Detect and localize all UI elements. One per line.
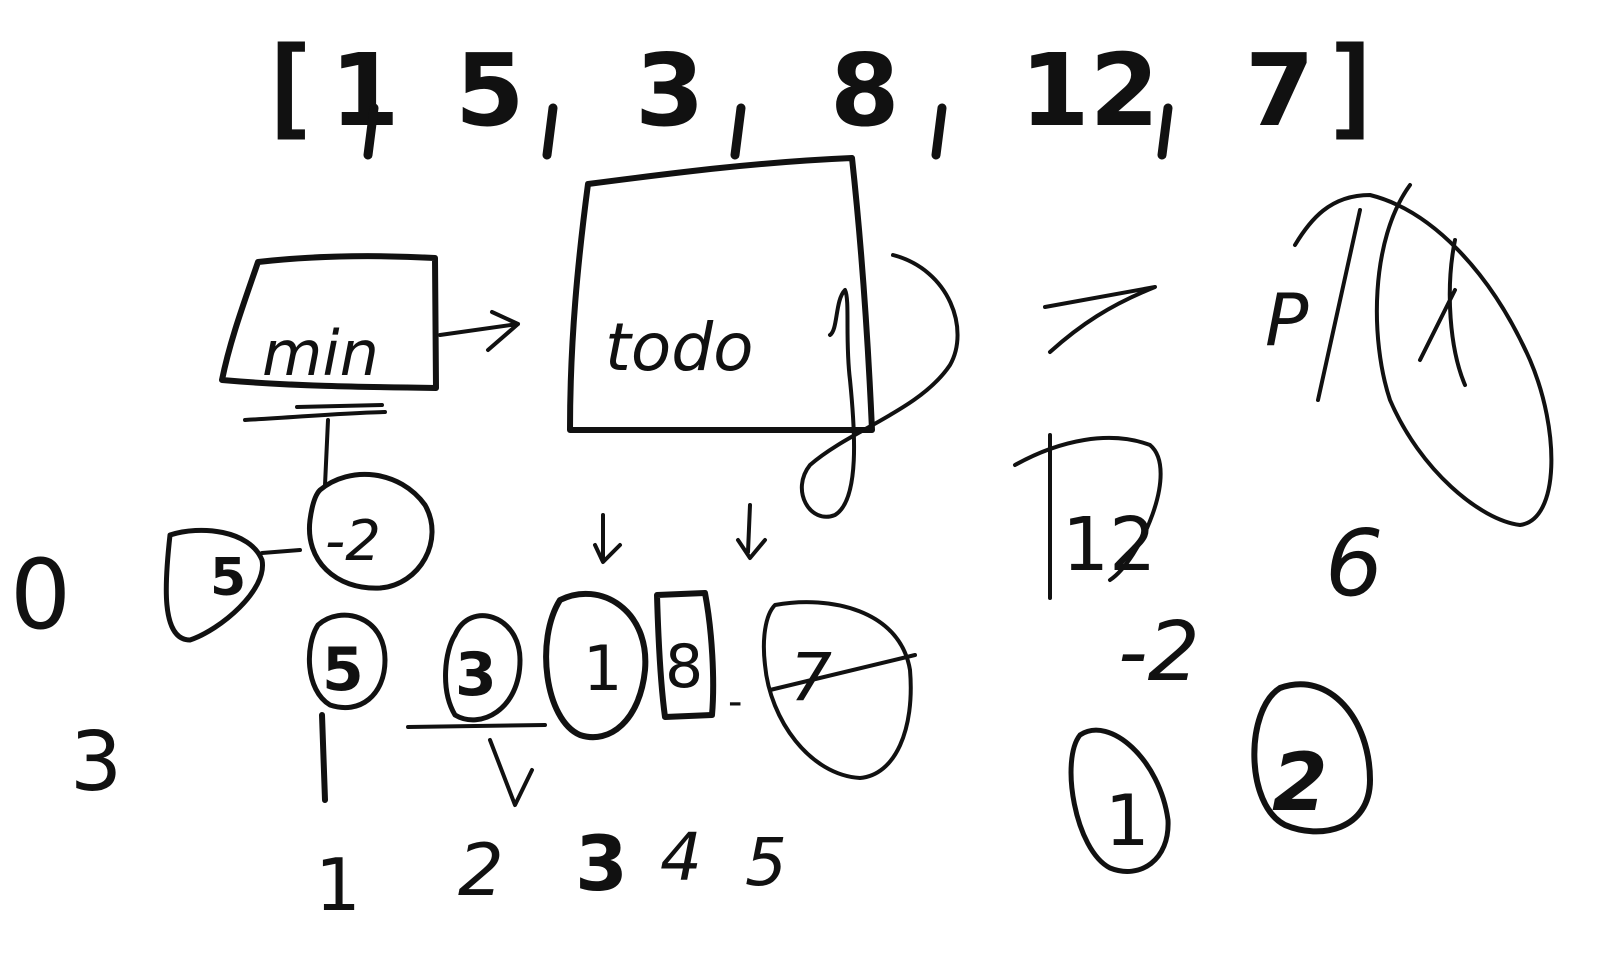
queue-node-neg2-label: -2 bbox=[325, 509, 381, 574]
min-box: min bbox=[219, 253, 439, 422]
todo-box-label: todo bbox=[605, 309, 754, 386]
array-open-bracket: [ bbox=[255, 23, 321, 151]
array-value-5: 12 bbox=[1020, 32, 1159, 149]
array-value-2: 5 bbox=[455, 32, 525, 149]
heap-node-1: 1 bbox=[543, 590, 649, 741]
todo-loop-stroke bbox=[799, 253, 960, 519]
array-close-bracket: ] bbox=[1320, 23, 1386, 151]
heap-node-7: 7 bbox=[761, 600, 917, 780]
p-label: P bbox=[1265, 278, 1309, 362]
neg-two-label: -2 bbox=[1118, 605, 1200, 700]
heap-node-8-label: 8 bbox=[665, 632, 703, 702]
large-oval-stroke bbox=[1293, 183, 1554, 527]
down-arrow-1-icon bbox=[593, 513, 622, 564]
heap-node-1-label: 1 bbox=[583, 632, 622, 705]
min-box-label: min bbox=[262, 317, 379, 390]
tree-node-1: 1 bbox=[1068, 727, 1171, 874]
right-tree: 12 6 -2 1 2 bbox=[1013, 433, 1384, 874]
queue-node-5: 5 bbox=[163, 527, 265, 643]
todo-box: todo bbox=[567, 155, 960, 519]
tree-node-2: 2 bbox=[1251, 681, 1373, 835]
array-commas bbox=[363, 103, 1173, 160]
step-numbers: 1 2 3 4 5 bbox=[315, 819, 787, 927]
array-value-4: 8 bbox=[830, 32, 900, 149]
heap-row: 5 3 1 8 - 7 bbox=[306, 503, 917, 807]
step-1: 1 bbox=[315, 843, 361, 927]
link-neg2-to-5 bbox=[260, 548, 302, 555]
min-to-todo-arrow bbox=[438, 310, 520, 352]
step-2: 2 bbox=[458, 828, 504, 912]
tree-node-1-label: 1 bbox=[1105, 780, 1150, 862]
step-3: 3 bbox=[575, 819, 628, 908]
heap-node-5-label: 5 bbox=[322, 635, 364, 705]
heap-row-separator: - bbox=[728, 679, 742, 725]
array-value-3: 3 bbox=[635, 32, 705, 149]
tree-root-label: 12 bbox=[1062, 502, 1156, 588]
zigzag-stroke bbox=[1043, 285, 1157, 354]
heap-node-3: 3 bbox=[443, 613, 534, 807]
down-arrow-2-icon bbox=[736, 503, 767, 560]
input-array: [ 1 5 3 8 12 7 ] bbox=[255, 23, 1386, 160]
step-5: 5 bbox=[745, 824, 787, 901]
heap-node-3-label: 3 bbox=[455, 640, 497, 710]
step-4: 4 bbox=[660, 819, 702, 896]
queue-node-5-label: 5 bbox=[210, 548, 246, 608]
array-value-6: 7 bbox=[1245, 32, 1315, 149]
tree-node-2-label: 2 bbox=[1272, 736, 1328, 829]
queue-node-neg2: -2 bbox=[306, 471, 435, 591]
zero-label: 0 bbox=[10, 539, 71, 651]
heap-node-8: 8 bbox=[654, 590, 717, 720]
array-value-1: 1 bbox=[330, 32, 400, 149]
link-min-to-node bbox=[323, 418, 330, 487]
six-label: 6 bbox=[1325, 510, 1384, 617]
heap-link-3-1 bbox=[406, 723, 547, 729]
heap-node-5: 5 bbox=[306, 612, 388, 803]
three-label: 3 bbox=[70, 715, 122, 810]
